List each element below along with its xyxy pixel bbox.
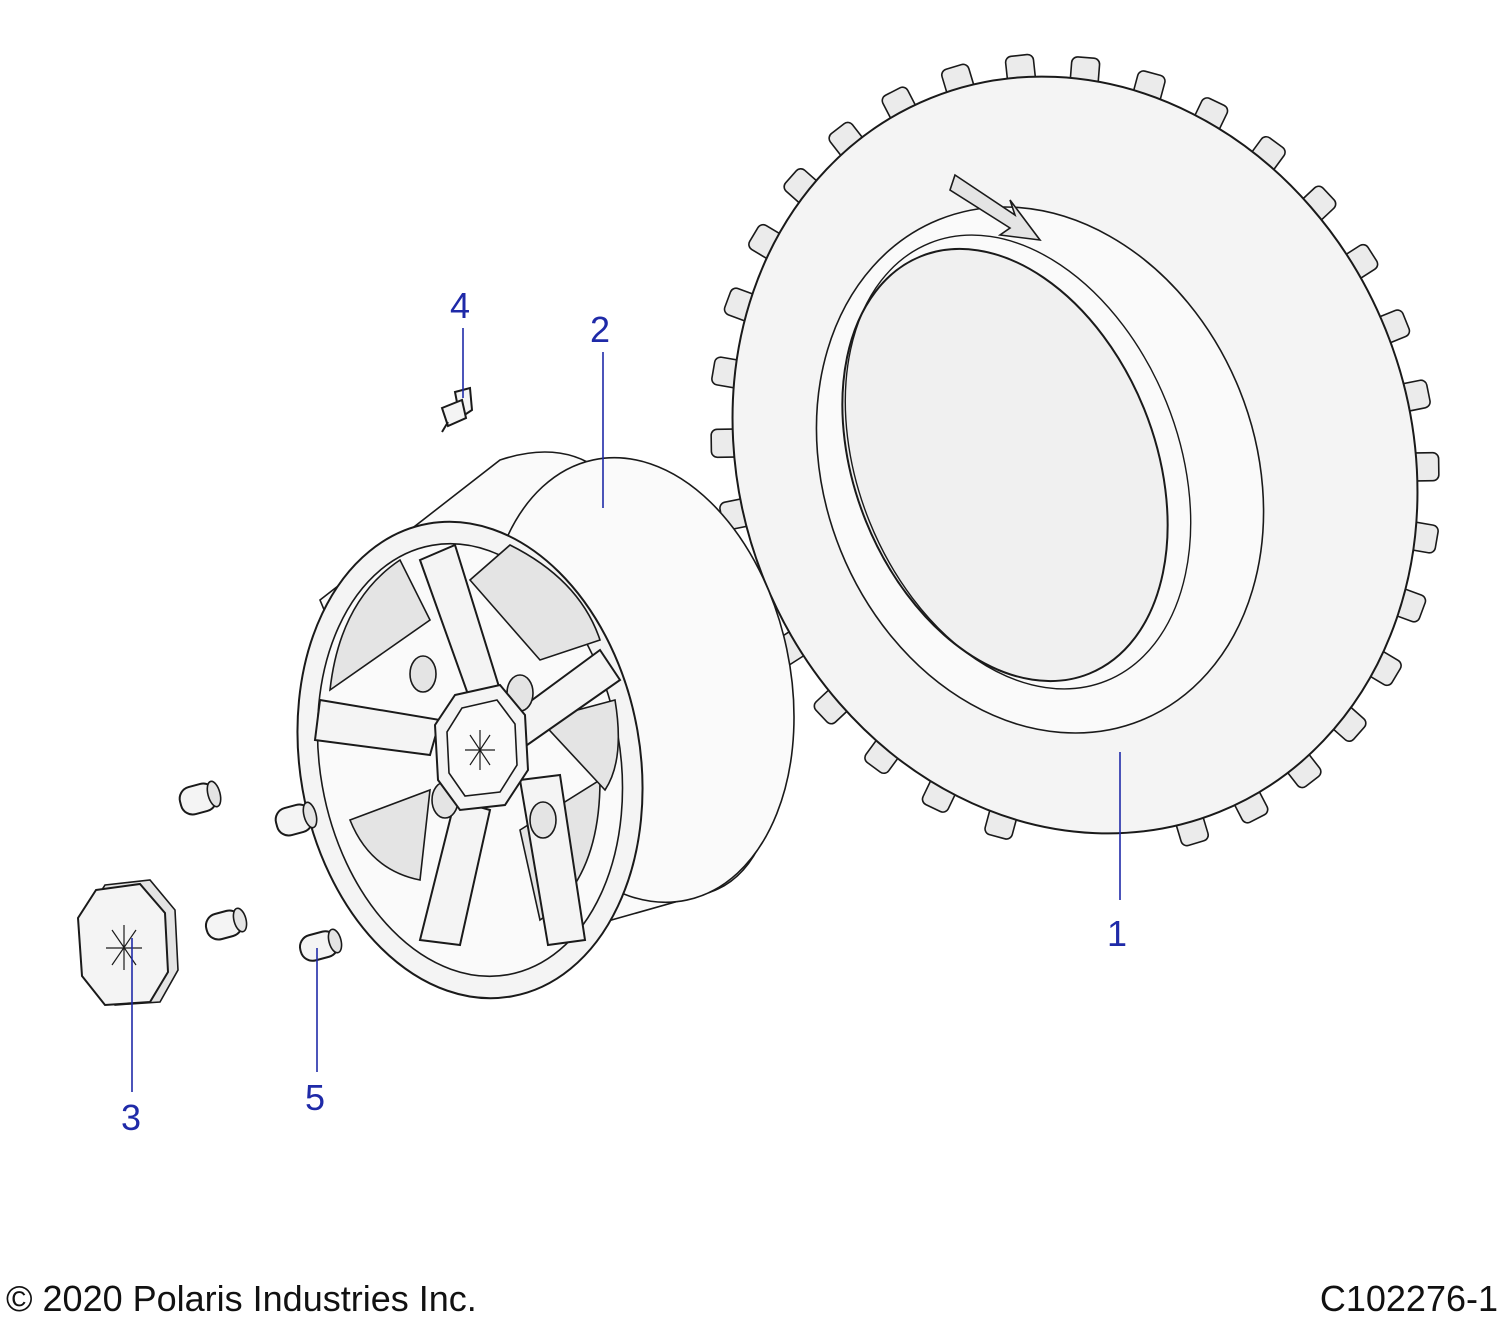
lug-nut[interactable]	[203, 907, 249, 942]
callout-2: 2	[590, 309, 610, 350]
lug-nut[interactable]	[297, 928, 344, 964]
lug-nut[interactable]	[177, 780, 223, 817]
lug-nuts[interactable]	[177, 780, 344, 964]
center-cap[interactable]	[76, 879, 179, 1007]
callout-3: 3	[121, 1097, 141, 1138]
tire[interactable]	[620, 0, 1500, 937]
callout-4: 4	[450, 285, 470, 326]
rotation-arrow-icon	[949, 173, 1042, 242]
callout-1: 1	[1107, 913, 1127, 954]
lug-nut[interactable]	[273, 801, 319, 838]
wheel[interactable]	[261, 429, 834, 1026]
valve-stem[interactable]	[440, 386, 474, 433]
polaris-star-icon	[465, 730, 495, 770]
diagram-id: C102276-1	[1319, 1278, 1498, 1319]
copyright-text: © 2020 Polaris Industries Inc.	[6, 1278, 477, 1319]
callout-5: 5	[305, 1077, 325, 1118]
leader-lines	[131, 328, 1121, 1092]
